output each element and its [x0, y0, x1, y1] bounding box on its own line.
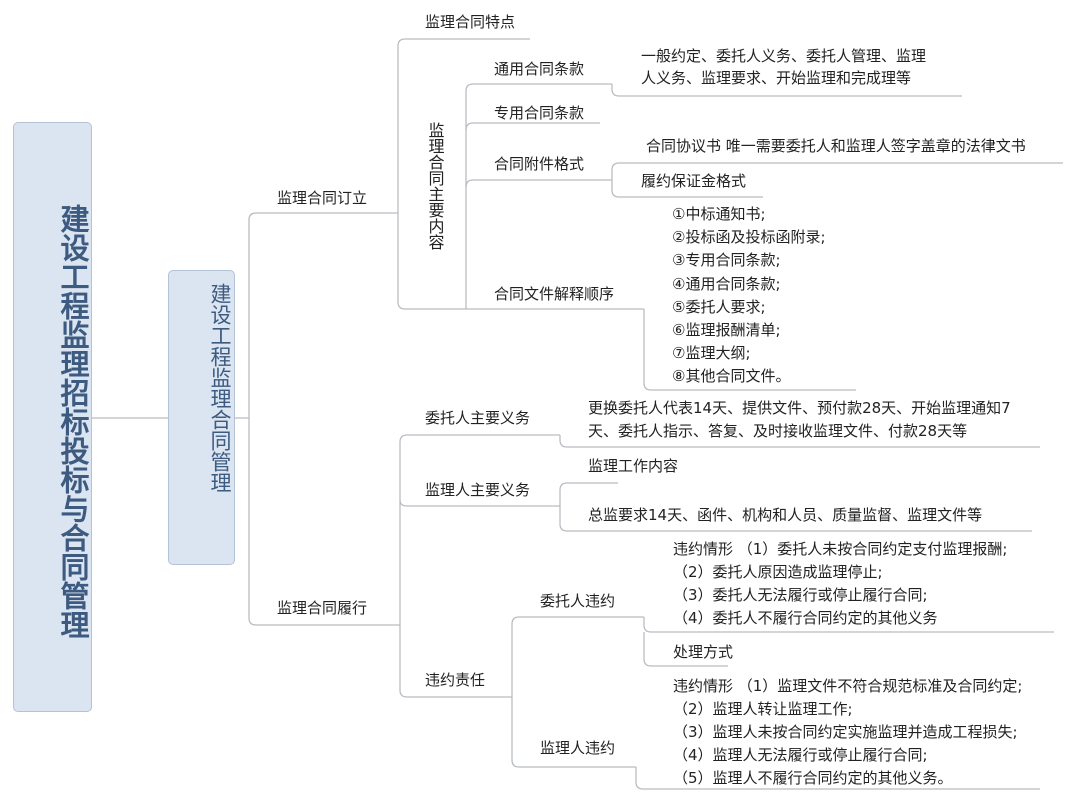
general-terms-detail-line: 人义务、监理要求、开始监理和完成理等 [641, 69, 912, 87]
node-contract-performance[interactable]: 监理合同履行 [277, 599, 368, 617]
client-breach-situations: 违约情形 （1）委托人未按合同约定支付监理报酬; （2）委托人原因造成监理停止;… [673, 538, 1007, 630]
list-item: （5）监理人不履行合同约定的其他义务。 [673, 769, 953, 787]
list-item: （4）委托人不履行合同约定的其他义务 [673, 609, 938, 627]
list-item: ⑧其他合同文件。 [672, 367, 791, 386]
node-contract-features[interactable]: 监理合同特点 [425, 13, 516, 31]
node-special-terms[interactable]: 专用合同条款 [494, 104, 585, 122]
node-supervisor-requirements[interactable]: 总监要求14天、函件、机构和人员、质量监督、监理文件等 [588, 506, 983, 524]
node-contract-signing[interactable]: 监理合同订立 [277, 189, 368, 207]
root-node[interactable]: 建设工程监理招标投标与合同管理 [13, 122, 92, 712]
list-item: 违约情形 （1）监理文件不符合规范标准及合同约定; [673, 677, 1023, 695]
list-item: ⑥监理报酬清单; [672, 321, 781, 340]
list-item: ②投标函及投标函附录; [672, 228, 826, 247]
node-client-breach[interactable]: 委托人违约 [540, 592, 616, 610]
list-item: ⑦监理大纲; [672, 344, 751, 363]
list-item: （2）委托人原因造成监理停止; [673, 563, 883, 581]
root-node-title: 建设工程监理招标投标与合同管理 [56, 203, 90, 639]
list-item: 违约情形 （1）委托人未按合同约定支付监理报酬; [673, 540, 1008, 558]
node-supervisor-duties[interactable]: 监理人主要义务 [425, 481, 531, 499]
branch-node-title: 建设工程监理合同管理 [208, 283, 232, 493]
node-interpretation-order[interactable]: 合同文件解释顺序 [494, 285, 615, 303]
client-duties-detail: 更换委托人代表14天、提供文件、预付款28天、开始监理通知7 天、委托人指示、答… [588, 397, 1011, 443]
node-main-content[interactable]: 监理合同主要内容 [425, 122, 445, 250]
list-item: （2）监理人转让监理工作; [673, 700, 853, 718]
client-duties-detail-line: 天、委托人指示、答复、及时接收监理文件、付款28天等 [588, 422, 968, 440]
node-attachment-format[interactable]: 合同附件格式 [494, 155, 585, 173]
list-item: （4）监理人无法履行或停止履行合同; [673, 746, 928, 764]
node-supervision-scope[interactable]: 监理工作内容 [588, 457, 679, 475]
node-general-terms[interactable]: 通用合同条款 [494, 60, 585, 78]
list-item: ④通用合同条款; [672, 274, 781, 293]
node-liability[interactable]: 违约责任 [425, 671, 486, 689]
general-terms-detail-line: 一般约定、委托人义务、委托人管理、监理 [641, 47, 927, 65]
branch-node-contract-management[interactable]: 建设工程监理合同管理 [168, 270, 235, 565]
node-handling-method[interactable]: 处理方式 [673, 643, 734, 661]
list-item: ③专用合同条款; [672, 251, 781, 270]
supervisor-breach-situations: 违约情形 （1）监理文件不符合规范标准及合同约定; （2）监理人转让监理工作; … [673, 675, 1022, 790]
node-performance-bond-format[interactable]: 履约保证金格式 [641, 172, 747, 190]
list-item: （3）委托人无法履行或停止履行合同; [673, 586, 928, 604]
node-client-duties[interactable]: 委托人主要义务 [425, 409, 531, 427]
node-agreement[interactable]: 合同协议书 唯一需要委托人和监理人签字盖章的法律文书 [646, 137, 1026, 155]
list-item: ⑤委托人要求; [672, 297, 766, 316]
general-terms-detail: 一般约定、委托人义务、委托人管理、监理 人义务、监理要求、开始监理和完成理等 [641, 45, 926, 89]
list-item: ①中标通知书; [672, 205, 766, 223]
list-item: （3）监理人未按合同约定实施监理并造成工程损失; [673, 723, 1018, 741]
client-duties-detail-line: 更换委托人代表14天、提供文件、预付款28天、开始监理通知7 [588, 399, 1011, 417]
interpretation-order-list: ①中标通知书; ②投标函及投标函附录; ③专用合同条款; ④通用合同条款; ⑤委… [672, 203, 826, 389]
node-supervisor-breach[interactable]: 监理人违约 [540, 739, 616, 757]
